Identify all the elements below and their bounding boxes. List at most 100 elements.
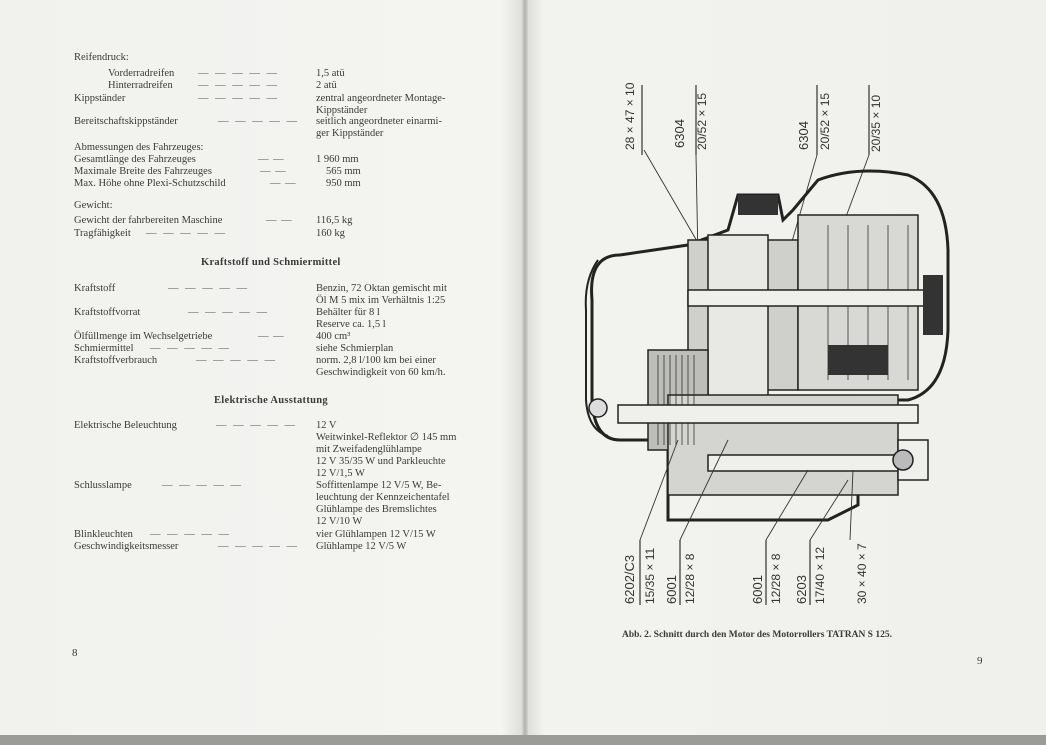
spec-value-cont: Öl M 5 mix im Verhältnis 1:25 [316, 295, 446, 306]
spec-value-cont: ger Kippständer [316, 128, 384, 139]
page-fold [522, 0, 528, 745]
bearing-label-top: 28 × 47 × 10 [623, 82, 637, 150]
spec-value: 116,5 kg [316, 215, 353, 226]
housing-outline-right [619, 169, 950, 402]
spec-label: Gesamtlänge des Fahrzeuges [74, 154, 196, 165]
bearing-label-bottom: 6203 [794, 575, 809, 604]
spec-value-cont: Reserve ca. 1,5 l [316, 319, 386, 330]
spec-label: Kraftstoffvorrat [74, 307, 141, 318]
leader-dashes: — — — — — [218, 541, 299, 552]
leader-dashes: — — — — — [198, 93, 279, 104]
spec-label: Bereitschaftskippständer [74, 116, 178, 127]
spec-value: vier Glühlampen 12 V/15 W [316, 529, 436, 540]
bearing-label-top-sub: 20/52 × 15 [695, 93, 709, 150]
bearing-label-bottom-sub: 12/28 × 8 [683, 553, 697, 604]
bearing-label-bottom-sub: 12/28 × 8 [769, 553, 783, 604]
engine-cross-section-drawing: 28 × 47 × 10 6304 20/52 × 15 6304 20/52 … [584, 82, 950, 605]
spec-label: Hinterradreifen [108, 80, 173, 91]
spec-label: Ölfüllmenge im Wechselgetriebe [74, 331, 213, 342]
spec-value: 160 kg [316, 228, 345, 239]
main-shaft [617, 404, 919, 424]
right-page: 28 × 47 × 10 6304 20/52 × 15 6304 20/52 … [528, 0, 1046, 735]
spec-value: norm. 2,8 l/100 km bei einer [316, 355, 436, 366]
page-number-right: 9 [977, 655, 983, 667]
spec-value: zentral angeordneter Montage- [316, 93, 446, 104]
leader-dashes: — — — — — [168, 283, 249, 294]
bearing-label-top: 20/35 × 10 [869, 95, 883, 152]
spec-value-cont: Geschwindigkeit von 60 km/h. [316, 367, 446, 378]
leader-dashes: — — — — — [198, 80, 279, 91]
bearing-label-bottom: 6001 [750, 575, 765, 604]
leader-line [849, 469, 854, 541]
spec-label: Elektrische Beleuchtung [74, 420, 177, 431]
spec-value: Benzin, 72 Oktan gemischt mit [316, 283, 447, 294]
spec-label: Tragfähigkeit [74, 228, 131, 239]
leader-line [639, 439, 679, 541]
leader-dashes: — — — — — [162, 480, 243, 491]
leader-dashes: — — — — — [198, 68, 279, 79]
leader-dashes: — — [266, 215, 293, 226]
spec-value-cont: Glühlampe des Bremslichtes [316, 504, 437, 515]
spec-value: 1,5 atü [316, 68, 345, 79]
section-title-reifendruck: Reifendruck: [74, 52, 129, 63]
spec-value: Soffittenlampe 12 V/5 W, Be- [316, 480, 442, 491]
spec-value: seitlich angeordneter einarmi- [316, 116, 442, 127]
bearing-label-top: 6304 [672, 119, 687, 148]
spec-label: Max. Höhe ohne Plexi-Schutzschild [74, 178, 226, 189]
spec-value-cont: leuchtung der Kennzeichentafel [316, 492, 450, 503]
section-heading-elektrik: Elektrische Ausstattung [214, 395, 328, 406]
spec-label: Kippständer [74, 93, 126, 104]
sprocket [892, 449, 914, 471]
spec-value: siehe Schmierplan [316, 343, 394, 354]
spec-value: Glühlampe 12 V/5 W [316, 541, 407, 552]
cylinder [707, 234, 769, 401]
spec-label: Schlusslampe [74, 480, 132, 491]
bearing-label-bottom: 6001 [664, 575, 679, 604]
housing-rim [584, 259, 609, 437]
kickstart-boss [588, 398, 608, 418]
bearing-label-bottom-sub: 17/40 × 12 [813, 547, 827, 604]
leader-dashes: — — — — — [218, 116, 299, 127]
spec-value: 565 mm [326, 166, 361, 177]
spec-label: Maximale Breite des Fahrzeuges [74, 166, 212, 177]
spec-label: Geschwindigkeitsmesser [74, 541, 179, 552]
spec-value: 2 atü [316, 80, 337, 91]
leader-line [809, 479, 849, 541]
spec-value-cont: 12 V/1,5 W [316, 468, 365, 479]
spec-value-cont: 12 V/10 W [316, 516, 363, 527]
leader-line [765, 469, 809, 541]
flywheel-magnet [923, 275, 943, 335]
cylinder-head [738, 195, 778, 215]
bearing-label-top-sub: 20/52 × 15 [818, 93, 832, 150]
spec-value: 400 cm³ [316, 331, 351, 342]
spec-label: Blinkleuchten [74, 529, 133, 540]
spec-value-cont: 12 V 35/35 W und Parkleuchte [316, 456, 446, 467]
figure-caption: Abb. 2. Schnitt durch den Motor des Moto… [622, 630, 892, 640]
leader-dashes: — — — — — [188, 307, 269, 318]
spec-value: Behälter für 8 l [316, 307, 380, 318]
section-title-abmessungen: Abmessungen des Fahrzeuges: [74, 142, 204, 153]
spec-label: Kraftstoff [74, 283, 116, 294]
spec-label: Gewicht der fahrbereiten Maschine [74, 215, 223, 226]
output-shaft [707, 454, 909, 472]
leader-dashes: — — — — — [196, 355, 277, 366]
section-title-gewicht: Gewicht: [74, 200, 113, 211]
spec-value: 12 V [316, 420, 337, 431]
bearing-label-bottom: 6202/C3 [622, 555, 637, 604]
spec-value: 950 mm [326, 178, 361, 189]
leader-dashes: — — — — — [146, 228, 227, 239]
leader-line [679, 439, 729, 541]
left-page: Reifendruck: Vorderradreifen — — — — — 1… [0, 0, 522, 735]
spec-value: 1 960 mm [316, 154, 359, 165]
leader-dashes: — — — — — [216, 420, 297, 431]
scan-bottom-edge [0, 735, 1046, 745]
spec-label: Schmiermittel [74, 343, 134, 354]
spec-value-cont: Weitwinkel-Reflektor ∅ 145 mm [316, 432, 457, 443]
crankshaft [687, 289, 929, 307]
bearing-label-bottom-sub: 15/35 × 11 [643, 548, 657, 604]
leader-dashes: — — [258, 154, 285, 165]
leader-dashes: — — [270, 178, 297, 189]
leader-dashes: — — [260, 166, 287, 177]
page-number-left: 8 [72, 647, 78, 659]
